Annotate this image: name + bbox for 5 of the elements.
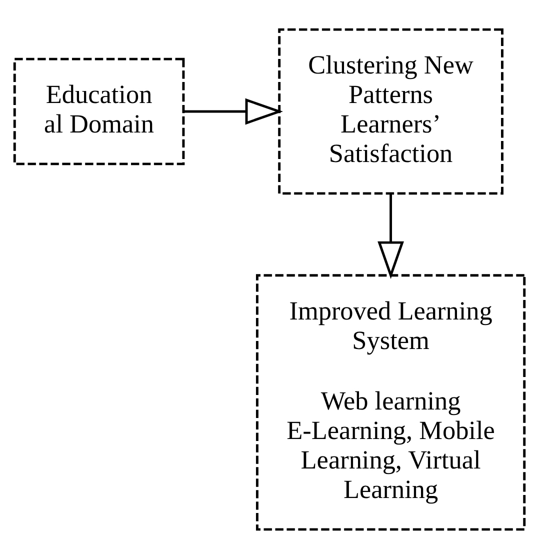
node-box: Education al Domain [13,58,185,166]
node-box: Improved Learning System Web learning E-Learning, Mobile Learning, Virtual Learning [256,274,526,531]
arrow [378,194,404,280]
arrow [184,98,283,125]
node-box: Clustering New Patterns Learners’ Satisfaction [278,28,504,195]
